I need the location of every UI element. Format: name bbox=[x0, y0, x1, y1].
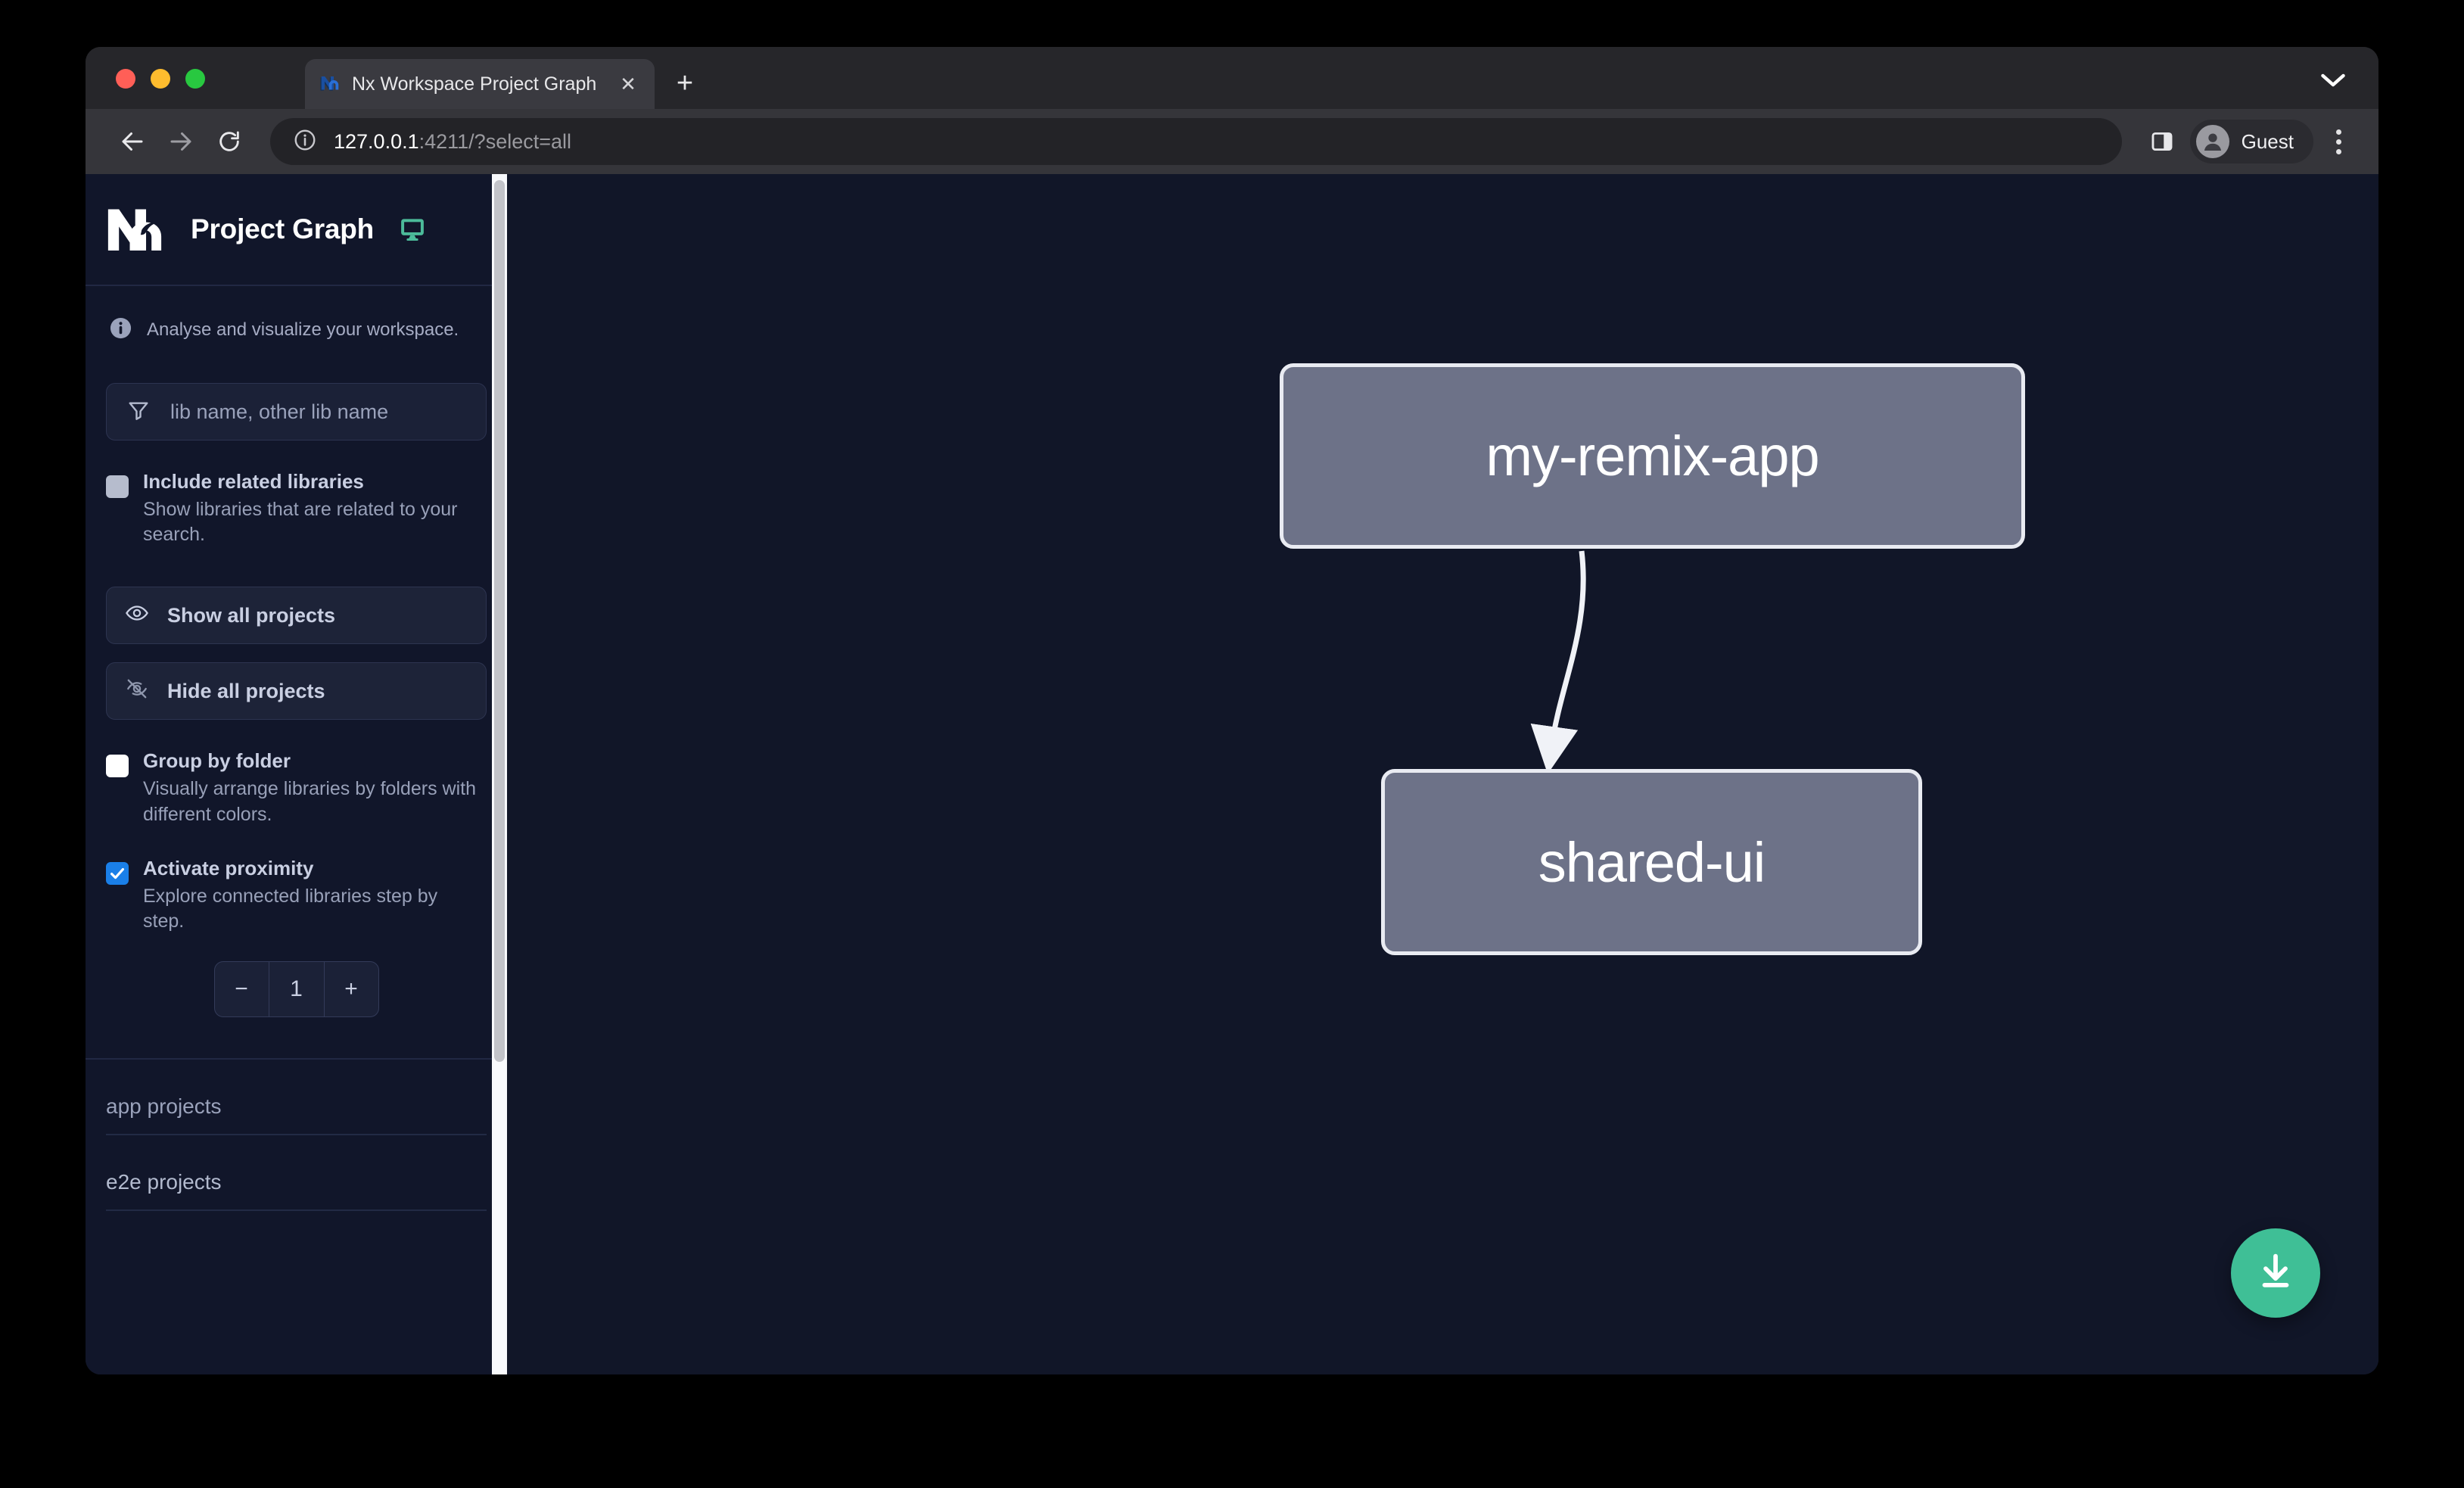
arrow-right-icon[interactable] bbox=[157, 117, 205, 166]
option-description: Visually arrange libraries by folders wi… bbox=[143, 778, 477, 825]
address-bar-url: 127.0.0.1:4211/?select=all bbox=[334, 130, 571, 154]
activate-proximity-checkbox[interactable] bbox=[106, 861, 129, 885]
side-panel-icon[interactable] bbox=[2142, 121, 2182, 162]
search-box[interactable] bbox=[106, 383, 487, 440]
hide-all-projects-label: Hide all projects bbox=[167, 679, 325, 702]
option-label: Include related libraries bbox=[143, 470, 364, 493]
three-dots-menu-icon[interactable] bbox=[2321, 120, 2356, 163]
page-title: Project Graph bbox=[191, 213, 375, 244]
sidebar-controls: Include related libraries Show libraries… bbox=[86, 383, 507, 1018]
monitor-icon[interactable] bbox=[398, 215, 427, 244]
eye-slash-icon bbox=[125, 677, 149, 706]
option-group-by-folder[interactable]: Group by folder Visually arrange librari… bbox=[106, 749, 487, 826]
search-input[interactable] bbox=[170, 400, 466, 424]
url-path: :4211/?select=all bbox=[418, 129, 572, 153]
info-icon bbox=[109, 316, 132, 344]
chevron-down-icon[interactable] bbox=[2319, 71, 2347, 89]
option-activate-proximity[interactable]: Activate proximity Explore connected lib… bbox=[106, 856, 487, 934]
sidebar: Project Graph bbox=[86, 174, 507, 1374]
close-window-button[interactable] bbox=[116, 69, 135, 89]
close-tab-button[interactable]: ✕ bbox=[620, 73, 636, 95]
show-all-projects-label: Show all projects bbox=[167, 603, 336, 627]
proximity-stepper: − 1 + bbox=[213, 961, 379, 1018]
sidebar-subtitle: Analyse and visualize your workspace. bbox=[86, 286, 507, 344]
hide-all-projects-button[interactable]: Hide all projects bbox=[106, 662, 487, 721]
sidebar-divider bbox=[86, 1058, 507, 1060]
download-image-button[interactable] bbox=[2231, 1228, 2320, 1318]
sidebar-scrollbar[interactable] bbox=[492, 174, 507, 1374]
window-traffic-lights bbox=[116, 69, 205, 89]
nx-logo-icon bbox=[106, 206, 171, 253]
address-bar[interactable]: 127.0.0.1:4211/?select=all bbox=[270, 118, 2122, 165]
browser-tab-title: Nx Workspace Project Graph bbox=[352, 73, 597, 95]
maximize-window-button[interactable] bbox=[185, 69, 205, 89]
download-icon bbox=[2254, 1250, 2298, 1297]
project-groups: app projects e2e projects bbox=[86, 1094, 507, 1212]
show-all-projects-button[interactable]: Show all projects bbox=[106, 587, 487, 645]
sidebar-subtitle-label: Analyse and visualize your workspace. bbox=[147, 319, 459, 340]
option-label: Activate proximity bbox=[143, 856, 314, 879]
project-graph-canvas[interactable]: my-remix-app shared-ui bbox=[507, 174, 2378, 1374]
sidebar-scrollbar-thumb[interactable] bbox=[494, 180, 505, 1062]
toolbar-right-cluster: Guest bbox=[2142, 120, 2356, 163]
profile-button[interactable]: Guest bbox=[2189, 120, 2313, 163]
filter-funnel-icon bbox=[126, 398, 151, 426]
option-description: Explore connected libraries step by step… bbox=[143, 885, 438, 932]
arrow-left-icon[interactable] bbox=[108, 117, 157, 166]
browser-toolbar: 127.0.0.1:4211/?select=all Guest bbox=[86, 109, 2378, 174]
browser-window: Nx Workspace Project Graph ✕ + bbox=[86, 47, 2378, 1374]
page-content: Project Graph bbox=[86, 174, 2378, 1374]
reload-icon[interactable] bbox=[205, 117, 254, 166]
info-circle-icon[interactable] bbox=[293, 128, 317, 156]
option-label: Group by folder bbox=[143, 749, 291, 773]
proximity-value: 1 bbox=[290, 976, 303, 1002]
url-host: 127.0.0.1 bbox=[334, 129, 419, 153]
e2e-projects-heading[interactable]: e2e projects bbox=[106, 1170, 487, 1212]
browser-tab[interactable]: Nx Workspace Project Graph ✕ bbox=[305, 59, 655, 109]
browser-tab-strip: Nx Workspace Project Graph ✕ + bbox=[86, 47, 2378, 109]
sidebar-header: Project Graph bbox=[86, 174, 507, 286]
new-tab-button[interactable]: + bbox=[676, 67, 694, 99]
person-avatar-icon bbox=[2195, 125, 2229, 158]
group-by-folder-checkbox[interactable] bbox=[106, 755, 129, 778]
graph-node-my-remix-app[interactable]: my-remix-app bbox=[1280, 363, 2025, 549]
proximity-increment-button[interactable]: + bbox=[323, 962, 378, 1017]
nx-favicon-icon bbox=[319, 73, 341, 95]
profile-name-label: Guest bbox=[2241, 129, 2294, 153]
minimize-window-button[interactable] bbox=[151, 69, 170, 89]
app-projects-heading[interactable]: app projects bbox=[106, 1094, 487, 1136]
option-include-related-libraries[interactable]: Include related libraries Show libraries… bbox=[106, 470, 487, 547]
eye-icon bbox=[125, 601, 149, 630]
edge-my-remix-app-to-shared-ui bbox=[1530, 550, 1586, 774]
include-related-libraries-checkbox[interactable] bbox=[106, 475, 129, 498]
proximity-decrement-button[interactable]: − bbox=[215, 962, 269, 1017]
option-description: Show libraries that are related to your … bbox=[143, 498, 458, 546]
graph-node-shared-ui[interactable]: shared-ui bbox=[1381, 769, 1922, 955]
